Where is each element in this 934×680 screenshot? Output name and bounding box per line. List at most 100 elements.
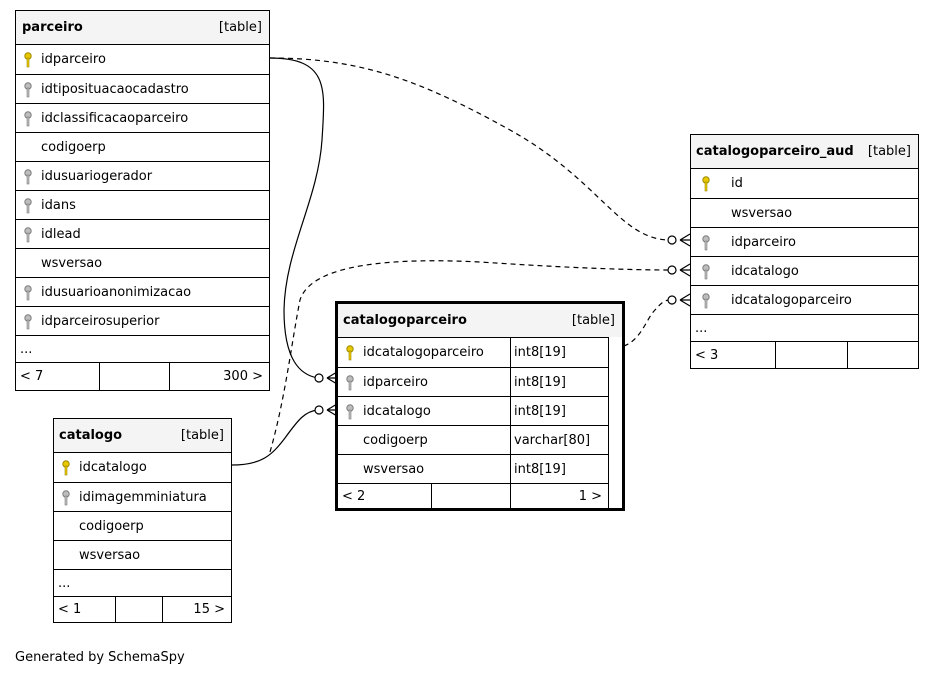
divider (847, 342, 848, 368)
column-name: idtiposituacaocadastro (41, 81, 189, 97)
column-name: idcatalogoparceiro (363, 345, 484, 360)
column-row[interactable]: idcatalogoparceiro int8[19] (338, 337, 608, 367)
column-name: codigoerp (363, 432, 428, 448)
foreign-key-icon (24, 82, 32, 98)
column-row[interactable]: idcatalogo int8[19] (338, 396, 608, 425)
table-parceiro[interactable]: parceiro [table] idparceiro idtiposituac… (15, 10, 270, 391)
column-row[interactable]: idlead (16, 219, 269, 248)
column-row[interactable]: idans (16, 190, 269, 219)
ellipsis-row: ... (54, 569, 231, 596)
table-header: catalogo [table] (54, 419, 231, 452)
child-count[interactable]: < 7 (20, 369, 44, 384)
table-footer: < 3 (691, 341, 918, 368)
link-parceiro-catalogoparceiro (269, 57, 325, 379)
table-header: catalogoparceiro [table] (338, 304, 622, 337)
column-name: wsversao (79, 547, 141, 563)
column-row[interactable]: wsversao (691, 198, 918, 227)
column-row[interactable]: wsversao (54, 540, 231, 569)
column-row[interactable]: idparceiro int8[19] (338, 367, 608, 396)
table-catalogo[interactable]: catalogo [table] idcatalogo idimagemmini… (53, 418, 232, 623)
column-row[interactable]: idcatalogoparceiro (691, 285, 918, 314)
divider (775, 342, 776, 368)
column-name: idusuarioanonimizacao (41, 284, 192, 300)
table-name: catalogoparceiro (343, 313, 467, 328)
table-header: catalogoparceiro_aud [table] (691, 135, 918, 168)
divider (608, 337, 609, 508)
foreign-key-icon (702, 264, 710, 280)
column-name: idparceiro (363, 374, 428, 390)
column-name: idcatalogo (79, 460, 147, 475)
divider (510, 397, 511, 425)
column-row[interactable]: idusuarioanonimizacao (16, 277, 269, 306)
column-row[interactable]: wsversao int8[19] (338, 454, 608, 483)
foreign-key-icon (24, 285, 32, 301)
column-name: codigoerp (79, 518, 144, 534)
column-row[interactable]: idparceiro (691, 227, 918, 256)
divider (115, 597, 116, 622)
column-type: varchar[80] (514, 432, 591, 448)
column-name: idans (41, 197, 76, 213)
child-count[interactable]: < 1 (58, 602, 82, 617)
column-name: idcatalogo (363, 403, 431, 419)
column-row[interactable]: idcatalogo (691, 256, 918, 285)
divider (431, 484, 432, 508)
foreign-key-icon (346, 404, 354, 420)
column-row[interactable]: idparceiro (16, 44, 269, 74)
row-count[interactable]: 15 > (193, 602, 225, 617)
link-catalogo-aud (269, 260, 671, 453)
column-row[interactable]: codigoerp (16, 132, 269, 161)
column-name: codigoerp (41, 139, 106, 155)
link-catalogo-catalogoparceiro (231, 409, 319, 466)
column-row[interactable]: codigoerp varchar[80] (338, 425, 608, 454)
column-name: idlead (41, 226, 81, 242)
column-row[interactable]: idimagemminiatura (54, 482, 231, 511)
link-catalogoparceiro-aud (614, 299, 671, 349)
table-kind: [table] (571, 313, 615, 328)
column-name: idimagemminiatura (79, 489, 207, 505)
foreign-key-icon (346, 375, 354, 391)
child-count[interactable]: < 2 (342, 488, 366, 504)
foreign-key-icon (702, 235, 710, 251)
column-name: id (731, 176, 743, 191)
table-header: parceiro [table] (16, 11, 269, 44)
column-type: int8[19] (514, 374, 566, 390)
column-row[interactable]: idparceirosuperior (16, 306, 269, 335)
foreign-key-icon (24, 169, 32, 185)
table-catalogoparceiro-aud[interactable]: catalogoparceiro_aud [table] id wsversao… (690, 134, 919, 369)
foreign-key-icon (24, 314, 32, 330)
column-row[interactable]: idclassificacaoparceiro (16, 103, 269, 132)
foreign-key-icon (24, 227, 32, 243)
ellipsis: ... (20, 341, 33, 357)
table-footer: < 2 1 > (338, 483, 608, 508)
column-row[interactable]: id (691, 168, 918, 198)
divider (99, 363, 100, 390)
row-count[interactable]: 300 > (223, 369, 263, 384)
ellipsis-row: ... (691, 314, 918, 341)
ellipsis-row: ... (16, 335, 269, 362)
child-count[interactable]: < 3 (695, 347, 719, 363)
column-row[interactable]: idtiposituacaocadastro (16, 74, 269, 103)
divider (510, 368, 511, 396)
divider (510, 484, 511, 508)
link-parceiro-aud (269, 57, 671, 241)
column-name: idcatalogo (731, 263, 799, 279)
column-row[interactable]: idusuariogerador (16, 161, 269, 190)
divider (510, 426, 511, 454)
foreign-key-icon (62, 490, 70, 506)
column-name: idparceiro (731, 234, 796, 250)
column-row[interactable]: codigoerp (54, 511, 231, 540)
column-row[interactable]: idcatalogo (54, 452, 231, 482)
column-type: int8[19] (514, 345, 566, 360)
foreign-key-icon (702, 293, 710, 309)
foreign-key-icon (24, 198, 32, 214)
row-count[interactable]: 1 > (578, 488, 602, 504)
primary-key-icon (24, 52, 32, 68)
ellipsis: ... (58, 575, 71, 591)
column-name: idparceiro (41, 52, 106, 67)
divider (162, 597, 163, 622)
ellipsis: ... (695, 320, 708, 336)
table-catalogoparceiro[interactable]: catalogoparceiro [table] idcatalogoparce… (335, 301, 625, 511)
column-row[interactable]: wsversao (16, 248, 269, 277)
column-type: int8[19] (514, 403, 566, 419)
